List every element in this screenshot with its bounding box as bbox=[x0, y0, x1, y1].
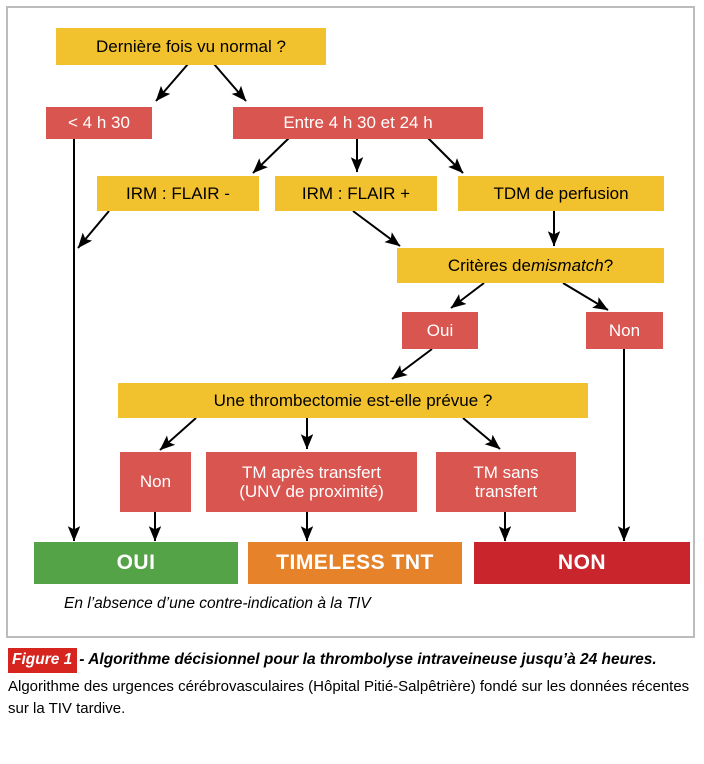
node-entre-4h30-et-24h[interactable]: Entre 4 h 30 et 24 h bbox=[233, 107, 483, 139]
node-irm-flair-positif[interactable]: IRM : FLAIR + bbox=[275, 176, 437, 211]
figure-frame: Dernière fois vu normal ? < 4 h 30 Entre… bbox=[6, 6, 695, 638]
result-oui[interactable]: OUI bbox=[34, 542, 238, 584]
mismatch-label-emphasis: mismatch bbox=[530, 255, 604, 275]
node-une-thrombectomie-est-elle-prevue[interactable]: Une thrombectomie est-elle prévue ? bbox=[118, 383, 588, 418]
node-derniere-fois-vu-normal[interactable]: Dernière fois vu normal ? bbox=[56, 28, 326, 65]
mismatch-label-suffix: ? bbox=[603, 255, 614, 275]
caption-title-line: Figure 1- Algorithme décisionnel pour la… bbox=[8, 648, 692, 674]
result-timeless-tnt[interactable]: TIMELESS TNT bbox=[248, 542, 462, 584]
flow-footnote: En l’absence d’une contre-indication à l… bbox=[64, 595, 371, 612]
flowchart-canvas: Dernière fois vu normal ? < 4 h 30 Entre… bbox=[8, 8, 693, 636]
node-criteres-de-mismatch[interactable]: Critères de mismatch ? bbox=[397, 248, 664, 283]
node-tm-sans-transfert[interactable]: TM sans transfert bbox=[436, 452, 576, 512]
caption-title-text: Algorithme décisionnel pour la thromboly… bbox=[88, 651, 657, 668]
figure-number-badge: Figure 1 bbox=[8, 648, 78, 674]
figure-caption: Figure 1- Algorithme décisionnel pour la… bbox=[8, 648, 692, 719]
node-tm-apres-transfert[interactable]: TM après transfert (UNV de proximité) bbox=[206, 452, 417, 512]
node-irm-flair-negatif[interactable]: IRM : FLAIR - bbox=[97, 176, 259, 211]
result-non[interactable]: NON bbox=[474, 542, 690, 584]
node-oui-mismatch[interactable]: Oui bbox=[402, 312, 478, 349]
node-non-thrombectomie[interactable]: Non bbox=[120, 452, 191, 512]
node-moins-4h30[interactable]: < 4 h 30 bbox=[46, 107, 152, 139]
caption-body-text: Algorithme des urgences cérébrovasculair… bbox=[8, 678, 690, 717]
node-non-mismatch[interactable]: Non bbox=[586, 312, 663, 349]
mismatch-label-prefix: Critères de bbox=[447, 255, 531, 275]
node-tdm-de-perfusion[interactable]: TDM de perfusion bbox=[458, 176, 664, 211]
caption-dash: - bbox=[79, 651, 85, 668]
